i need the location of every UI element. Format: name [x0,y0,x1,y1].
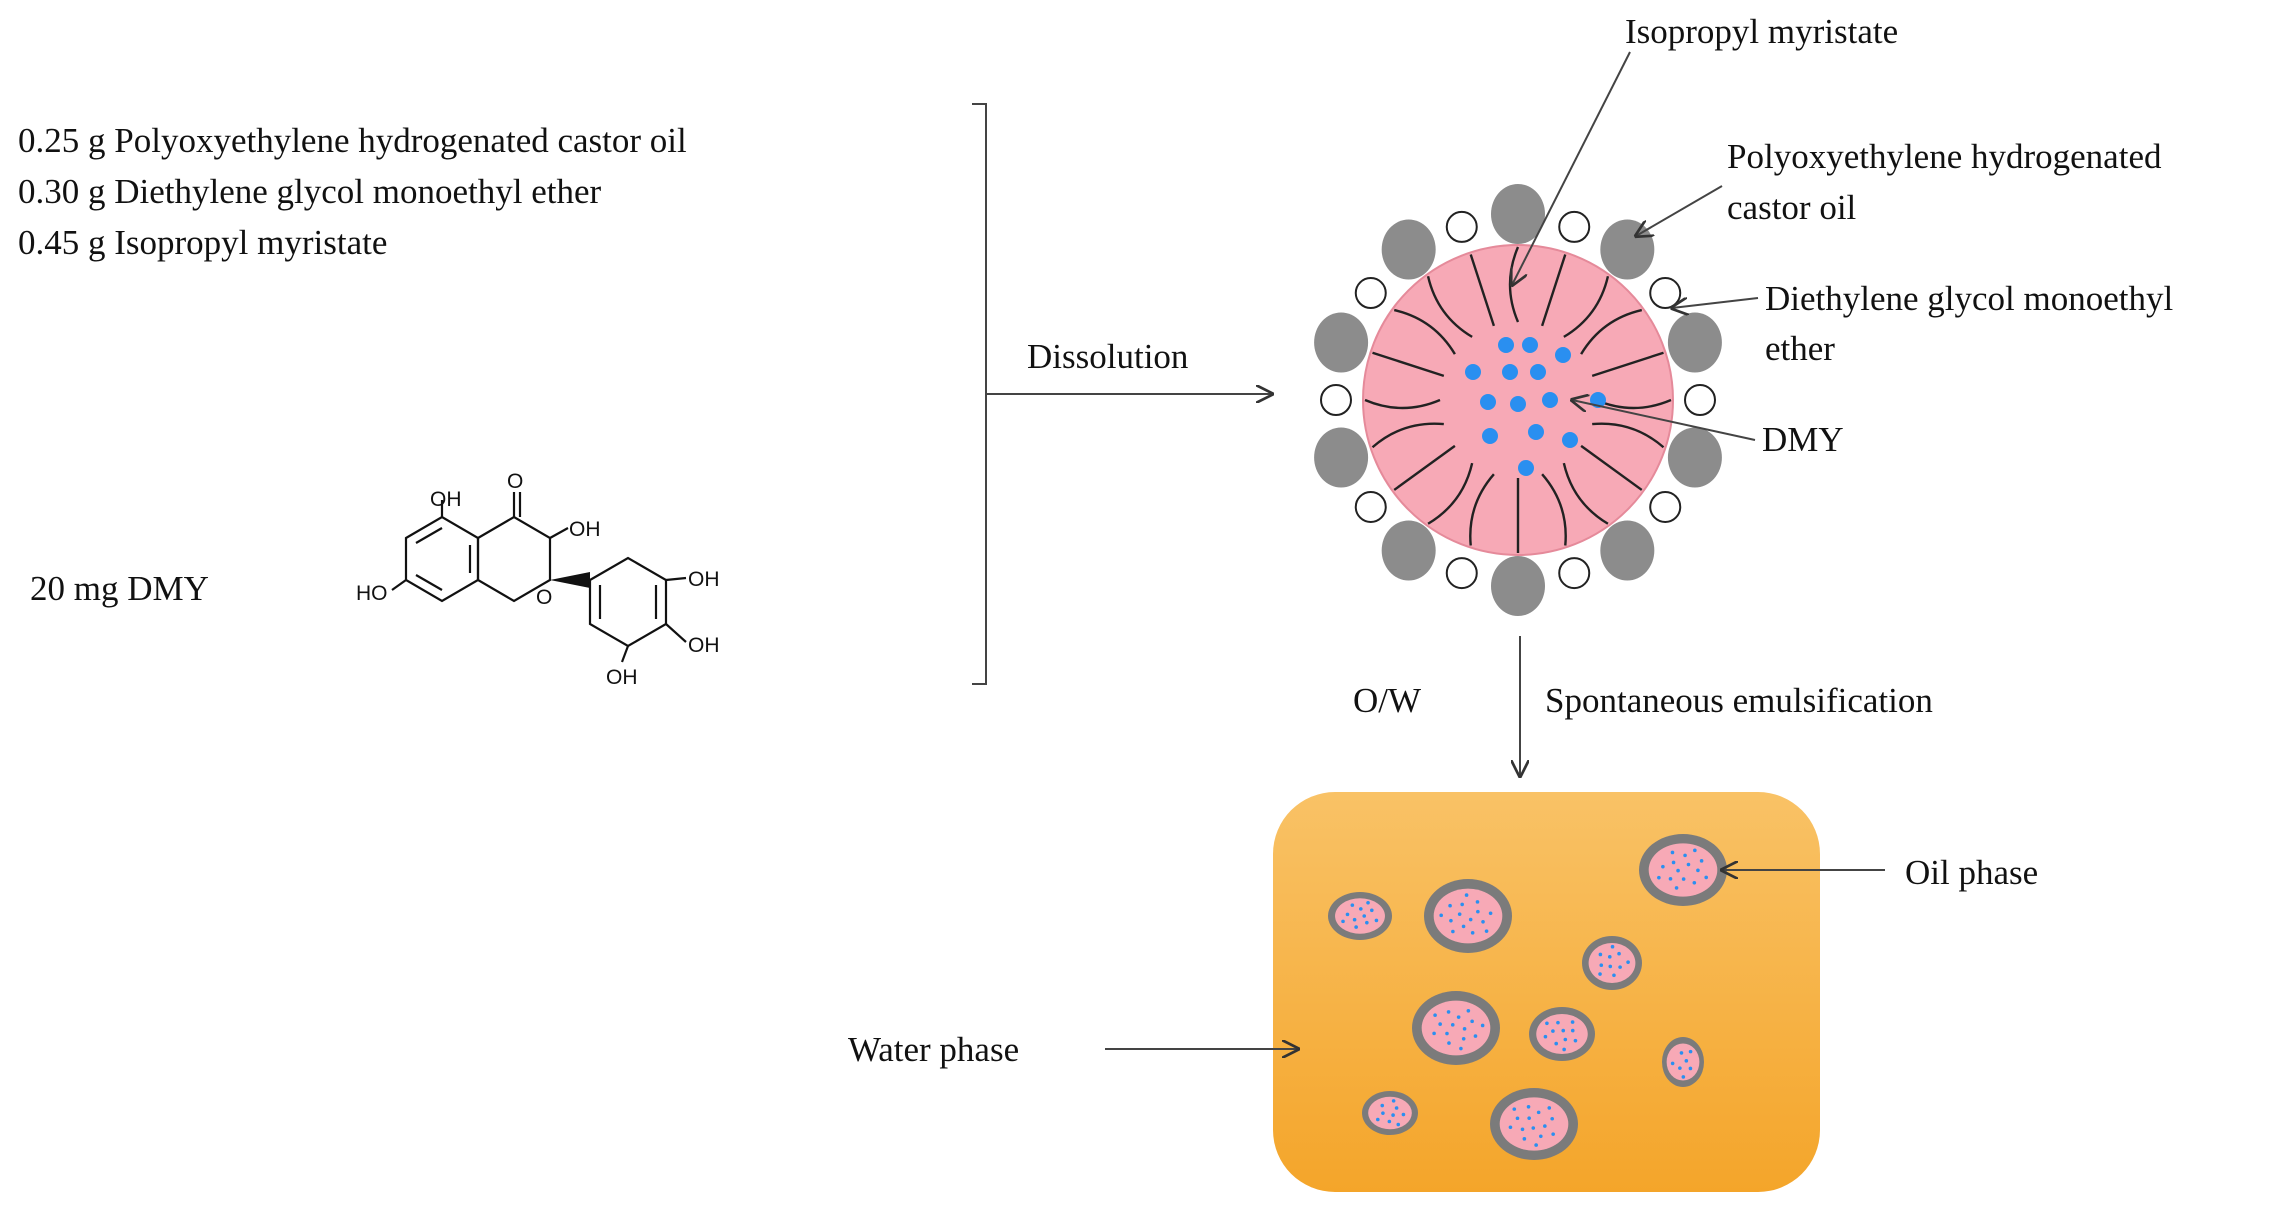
drug-molecule [1528,424,1544,440]
ingredients-bracket [972,103,987,685]
emulsion-type-label: O/W [1353,681,1421,720]
drug-leader-line [1572,400,1756,441]
cosurfactant-head [1558,557,1591,590]
cosurfactant-head [1354,490,1387,523]
surfactant-tail [1469,473,1495,546]
surfactant-tail [1372,351,1445,378]
drug-molecule [1510,396,1526,412]
surfactant-tail [1371,422,1444,449]
cosurfactant-head [1649,277,1682,310]
micelle [1314,184,1722,616]
surfactant-tail [1592,422,1665,449]
surfactant-tail [1563,275,1610,338]
surfactant-label-line2: castor oil [1727,188,1857,227]
group-oh-b3: OH [606,666,638,689]
surfactant-tail [1540,254,1567,327]
drug-molecules [1465,337,1606,476]
ingredient-2: 0.30 g Diethylene glycol monoethyl ether [18,172,602,211]
oil-droplets [1328,834,1727,1160]
oil-phase-label: Oil phase [1905,853,2038,892]
oil-droplet [1424,879,1512,953]
ingredient-3: 0.45 g Isopropyl myristate [18,223,387,262]
oil-droplet [1662,1037,1704,1087]
drug-molecule [1562,432,1578,448]
dissolution-label: Dissolution [1027,337,1188,376]
cosurfactant-label-line1: Diethylene glycol monoethyl [1765,279,2174,318]
oil-droplet [1490,1088,1578,1160]
surfactant-tail [1580,444,1643,491]
surfactant-head [1600,219,1655,280]
cosurfactant-head [1445,210,1478,243]
cosurfactant-leader-line [1672,297,1759,308]
surfactant-head [1314,312,1369,373]
surfactant-head [1491,556,1545,616]
oil-droplet [1529,1007,1595,1061]
surfactant-tail [1580,308,1643,355]
drug-label: DMY [1762,420,1844,459]
cosurfactant-head [1649,490,1682,523]
cosurfactant-head [1445,557,1478,590]
surfactant-tail [1426,275,1473,338]
drug-molecule [1502,364,1518,380]
cosurfactant-head [1558,210,1591,243]
surfactant-head [1381,219,1436,280]
drug-amount-label: 20 mg DMY [30,569,209,608]
surfactant-tail [1364,398,1441,410]
surfactant-tail [1393,444,1456,491]
water-phase-label: Water phase [848,1030,1019,1069]
dmy-molecule-structure [391,492,687,663]
surfactant-head [1600,520,1655,581]
drug-molecule [1555,347,1571,363]
oil-droplet [1328,892,1392,940]
surfactant-tail [1562,462,1609,525]
group-oh-top: OH [430,488,462,511]
group-oh-b1: OH [688,568,720,591]
oil-component-label: Isopropyl myristate [1625,12,1898,51]
ingredient-1: 0.25 g Polyoxyethylene hydrogenated cast… [18,121,687,160]
oil-droplet [1582,936,1642,990]
surfactant-heads [1314,184,1722,616]
drug-molecule [1498,337,1514,353]
emulsification-label: Spontaneous emulsification [1545,681,1933,720]
group-carbonyl-o: O [507,470,523,493]
drug-molecule [1522,337,1538,353]
surfactant-head [1381,520,1436,581]
surfactant-tail [1393,308,1456,355]
group-ho-left: HO [356,582,388,605]
cosurfactant-label-line2: ether [1765,329,1835,368]
group-ring-o: O [536,586,552,609]
oil-droplet [1412,991,1500,1065]
surfactant-head [1314,427,1369,488]
surfactant-head [1491,184,1545,244]
surfactant-tail [1469,254,1496,327]
surfactant-head [1667,312,1722,373]
group-oh-b2: OH [688,634,720,657]
drug-molecule [1480,394,1496,410]
cosurfactant-head [1354,277,1387,310]
oil-droplet [1639,834,1727,906]
oil-droplet [1362,1091,1418,1135]
surfactant-head [1667,427,1722,488]
surfactant-leader-line [1636,185,1723,236]
oil-leader-line [1512,51,1631,285]
drug-molecule [1465,364,1481,380]
surfactant-tail [1591,351,1664,378]
drug-molecule [1542,392,1558,408]
cosurfactant-head [1684,384,1716,416]
drug-molecule [1518,460,1534,476]
drug-molecule [1530,364,1546,380]
cosurfactant-head [1320,384,1352,416]
drug-molecule [1482,428,1498,444]
surfactant-tail [1427,462,1474,525]
group-oh-c3: OH [569,518,601,541]
surfactant-tail [1541,473,1567,546]
surfactant-label-line1: Polyoxyethylene hydrogenated [1727,137,2162,176]
